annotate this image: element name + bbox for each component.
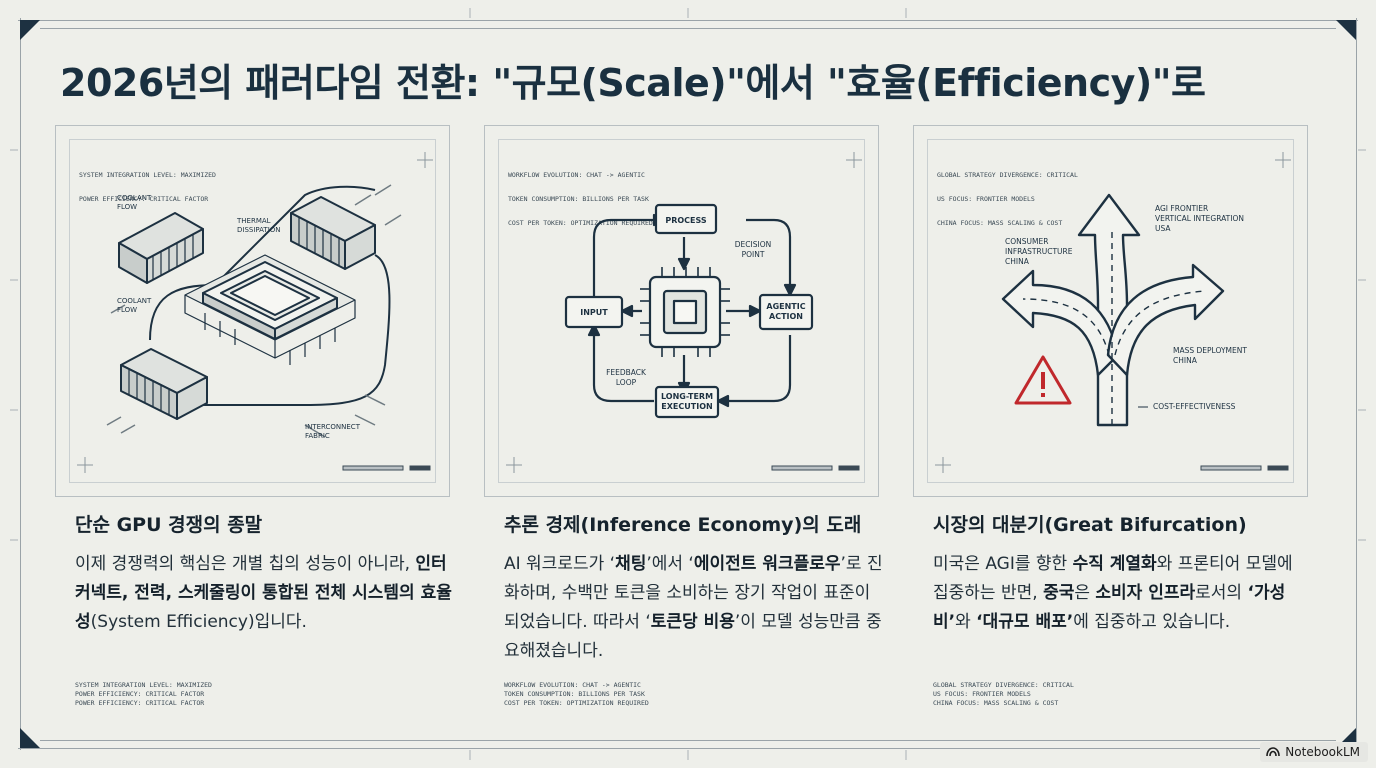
frame-top-inner-line <box>40 28 1336 29</box>
svg-text:FABRIC: FABRIC <box>305 432 330 440</box>
panel-great-bifurcation: GLOBAL STRATEGY DIVERGENCE: CRITICAL US … <box>913 125 1308 725</box>
chip-cooling-diagram: COOLANT FLOW THERMAL DISSIPATION COOLANT… <box>77 152 433 473</box>
frame-left-line <box>20 18 21 750</box>
notebooklm-badge[interactable]: NotebookLM <box>1260 742 1368 762</box>
label-decision-point: DECISION <box>735 240 771 249</box>
panel-footnotes: GLOBAL STRATEGY DIVERGENCE: CRITICAL US … <box>933 681 1074 707</box>
panel-body: 미국은 AGI를 향한 수직 계열화와 프론티어 모델에 집중하는 반면, 중국… <box>933 554 1293 632</box>
svg-text:POINT: POINT <box>742 250 765 259</box>
panel-body: AI 워크로드가 ‘채팅’에서 ‘에이전트 워크플로우’로 진화하며, 수백만 … <box>504 554 883 661</box>
illustration-frame <box>55 125 450 497</box>
spec-line: SYSTEM INTEGRATION LEVEL: MAXIMIZED <box>79 171 216 179</box>
panel-heading: 단순 GPU 경쟁의 종말 <box>75 514 263 536</box>
panel-heading: 시장의 대분기(Great Bifurcation) <box>933 514 1247 536</box>
spec-line: POWER EFFICIENCY: CRITICAL FACTOR <box>79 195 209 203</box>
svg-text:FLOW: FLOW <box>117 306 137 314</box>
illustration-inner-frame <box>498 139 865 483</box>
svg-text:INFRASTRUCTURE: INFRASTRUCTURE <box>1005 247 1073 256</box>
agentic-workflow-diagram: PROCESS INPUT AGENTIC ACTION LONG-TERM E… <box>506 152 862 473</box>
frame-top-line <box>18 20 1358 21</box>
node-long-term-execution: LONG-TERM <box>661 392 713 401</box>
badge-label: NotebookLM <box>1285 745 1360 759</box>
svg-text:FLOW: FLOW <box>117 203 137 211</box>
page-title: 2026년의 패러다임 전환: "규모(Scale)"에서 "효율(Effici… <box>60 61 1206 105</box>
label-cost-effectiveness: COST-EFFECTIVENESS <box>1153 402 1236 411</box>
svg-text:EXECUTION: EXECUTION <box>661 402 712 411</box>
illustration-inner-frame <box>927 139 1294 483</box>
svg-text:CHINA: CHINA <box>1173 356 1198 365</box>
label-mass-deployment: MASS DEPLOYMENT <box>1173 346 1247 355</box>
illustration-frame <box>913 125 1308 497</box>
spec-notes: SYSTEM INTEGRATION LEVEL: MAXIMIZED POWE… <box>79 155 216 219</box>
label-interconnect: INTERCONNECT <box>305 423 361 431</box>
node-process: PROCESS <box>665 216 707 225</box>
label-consumer-infrastructure: CONSUMER <box>1005 237 1048 246</box>
frame-bottom-inner-line <box>40 740 1336 741</box>
panel-footnotes: WORKFLOW EVOLUTION: CHAT -> AGENTIC TOKE… <box>504 681 649 707</box>
node-input: INPUT <box>580 308 608 317</box>
label-agi-frontier: AGI FRONTIER <box>1155 204 1208 213</box>
label-coolant-flow-2: COOLANT <box>117 297 152 305</box>
notebooklm-logo-icon <box>1266 747 1281 757</box>
panel-system-efficiency: SYSTEM INTEGRATION LEVEL: MAXIMIZED POWE… <box>55 125 452 725</box>
panel-inference-economy: WORKFLOW EVOLUTION: CHAT -> AGENTIC TOKE… <box>484 125 883 725</box>
label-coolant-flow-1: COOLANT <box>117 194 152 202</box>
illustration-inner-frame <box>69 139 436 483</box>
panel-heading: 추론 경제(Inference Economy)의 도래 <box>504 514 862 536</box>
panel-footnotes: SYSTEM INTEGRATION LEVEL: MAXIMIZED POWE… <box>75 681 212 707</box>
bifurcation-roads-diagram: AGI FRONTIER VERTICAL INTEGRATION USA CO… <box>935 152 1291 473</box>
svg-text:CHINA: CHINA <box>1005 257 1030 266</box>
svg-text:VERTICAL INTEGRATION: VERTICAL INTEGRATION <box>1155 214 1244 223</box>
label-thermal-dissipation: THERMAL <box>236 217 271 225</box>
node-agentic-action: AGENTIC <box>766 302 805 311</box>
warning-icon <box>1014 355 1072 405</box>
frame-right-line <box>1356 18 1357 750</box>
label-feedback-loop: FEEDBACK <box>606 368 647 377</box>
svg-text:DISSIPATION: DISSIPATION <box>237 226 281 234</box>
panel-body: 이제 경쟁력의 핵심은 개별 칩의 성능이 아니라, 인터커넥트, 전력, 스케… <box>75 554 452 632</box>
svg-text:USA: USA <box>1155 224 1171 233</box>
illustration-frame <box>484 125 879 497</box>
svg-text:LOOP: LOOP <box>616 378 637 387</box>
frame-bottom-line <box>18 748 1358 749</box>
spec-notes: WORKFLOW EVOLUTION: CHAT -> AGENTIC TOKE… <box>508 171 653 227</box>
svg-text:ACTION: ACTION <box>769 312 803 321</box>
spec-notes: GLOBAL STRATEGY DIVERGENCE: CRITICAL US … <box>937 171 1078 227</box>
